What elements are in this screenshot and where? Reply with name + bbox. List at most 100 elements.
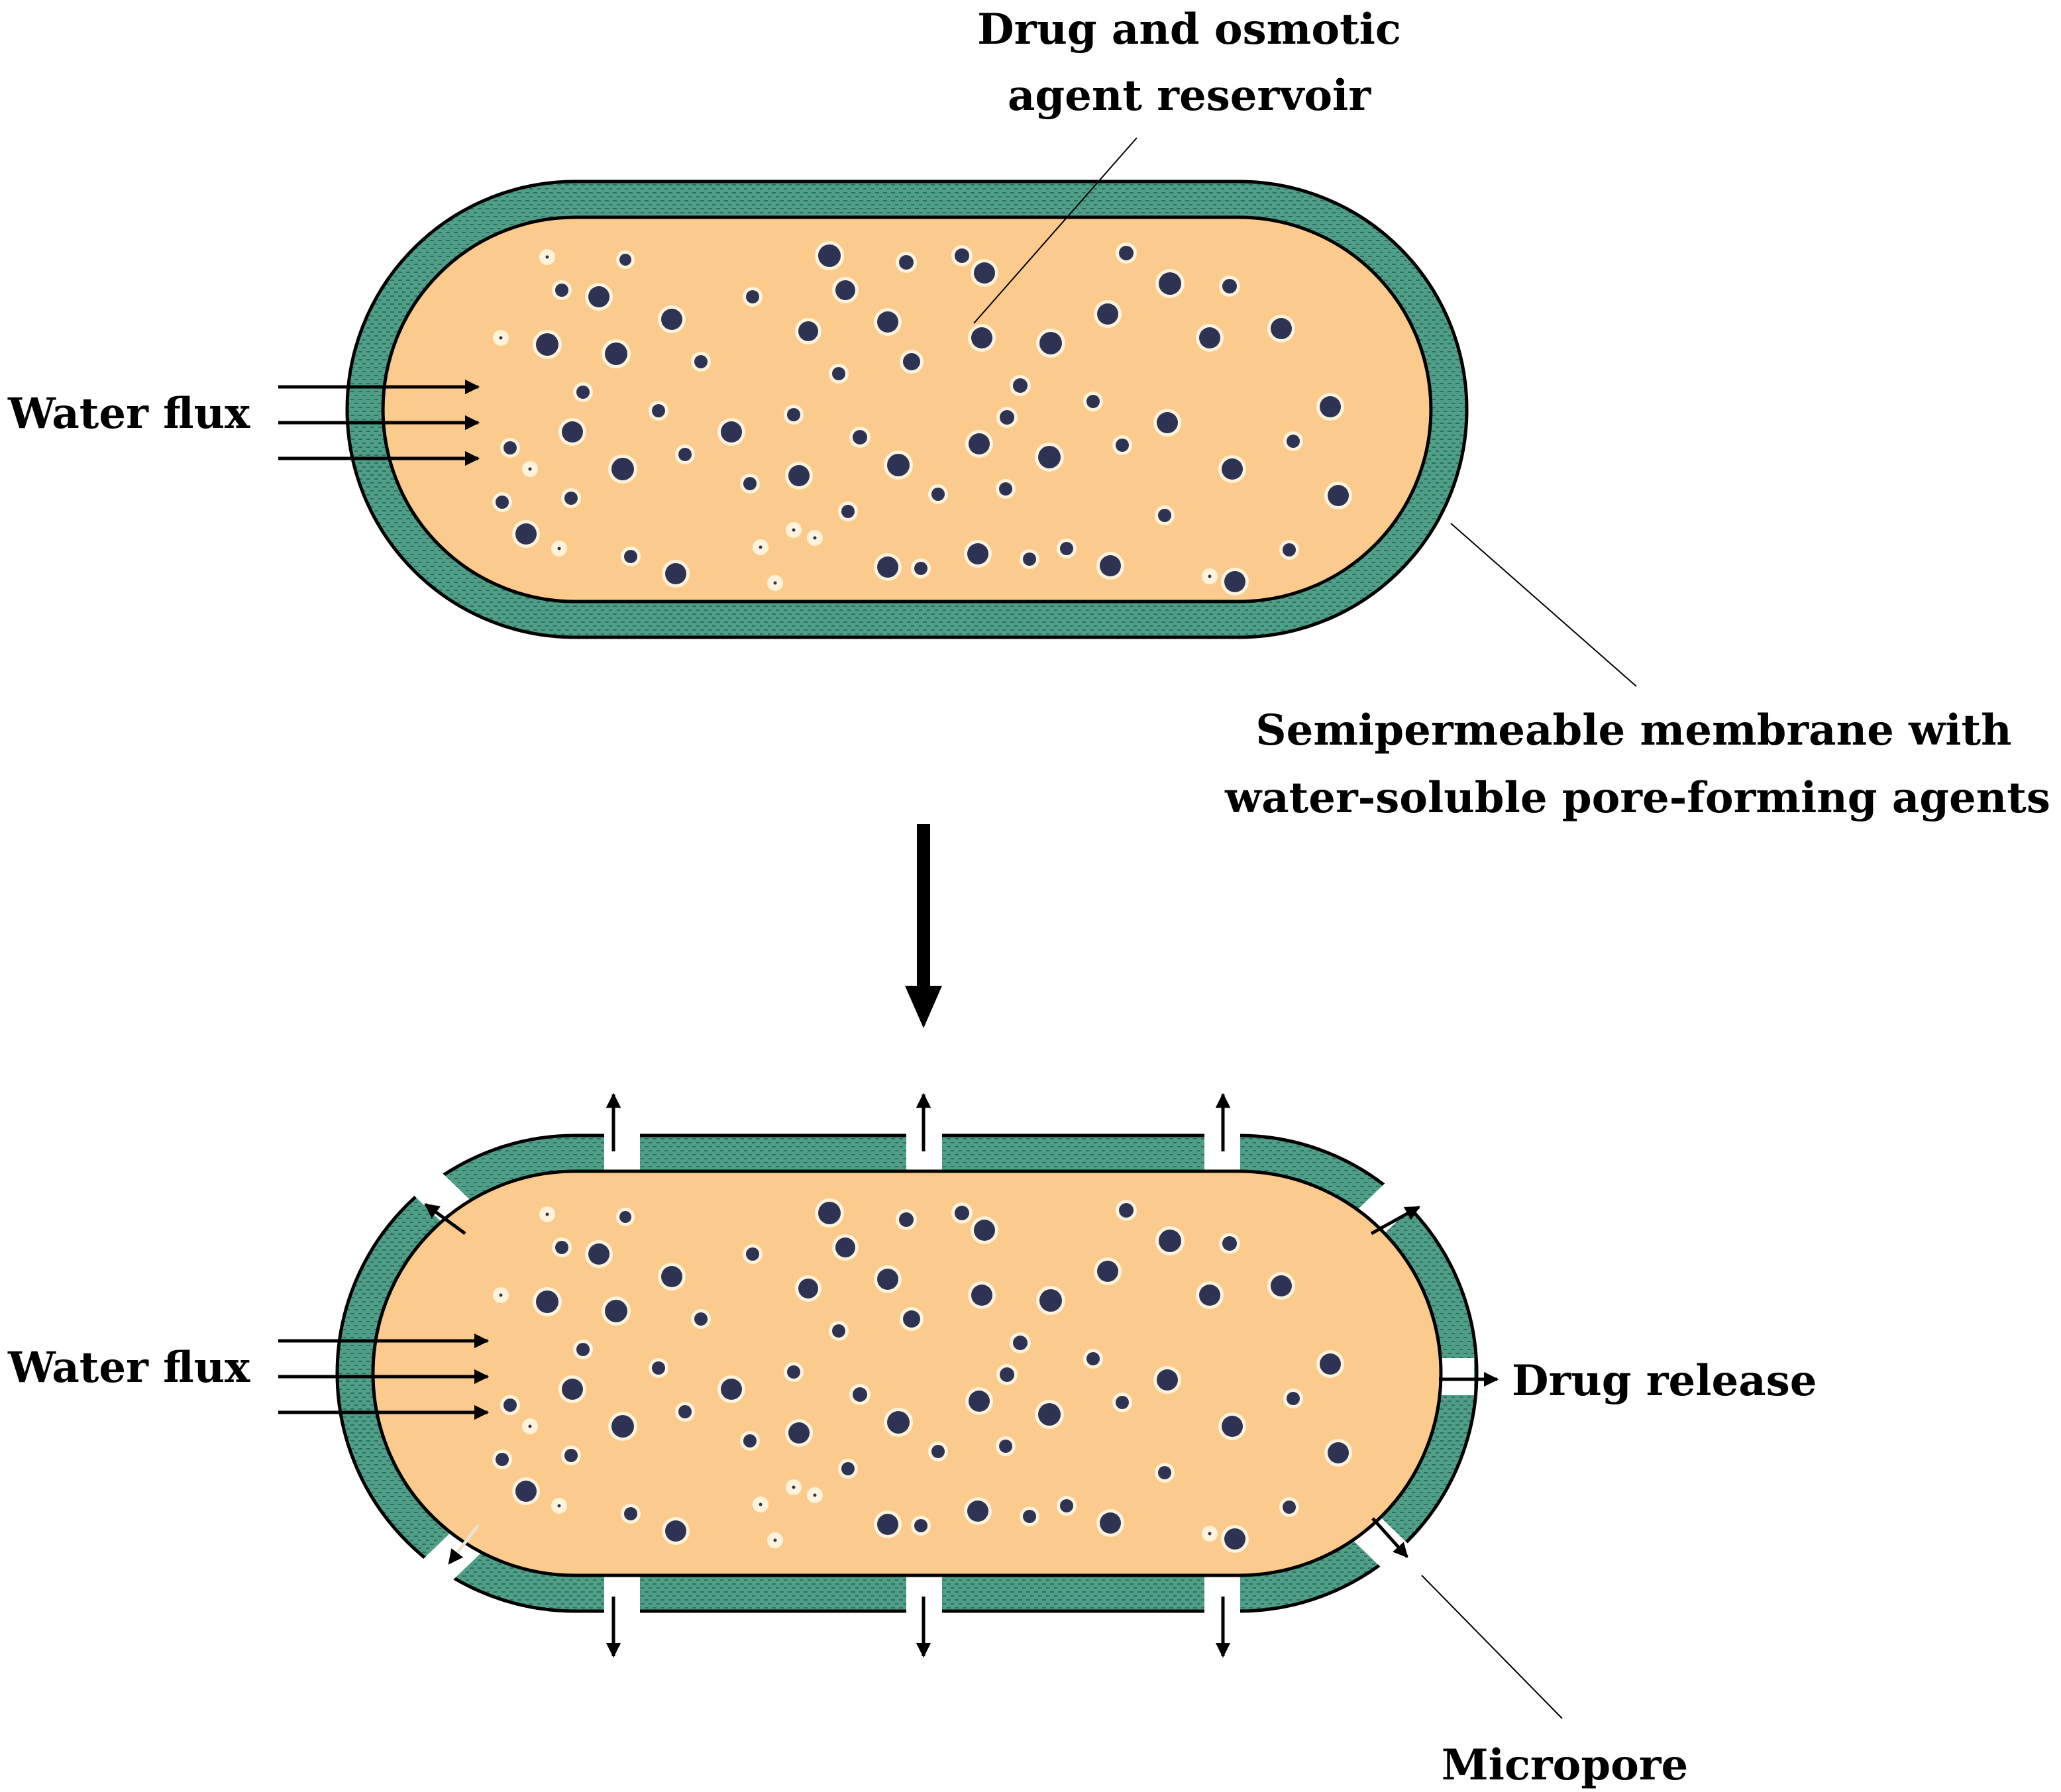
- drug-particle: [1320, 396, 1341, 417]
- drug-particle: [877, 1514, 898, 1535]
- drug-particle: [562, 1379, 583, 1400]
- drug-particle: [1271, 318, 1292, 339]
- drug-particle: [1159, 1230, 1181, 1252]
- drug-particle: [841, 1462, 855, 1475]
- drug-particle: [1086, 1352, 1100, 1365]
- drug-particle: [545, 1212, 549, 1216]
- drug-particle: [955, 248, 969, 263]
- drug-particle: [1283, 1501, 1296, 1514]
- drug-particle: [562, 421, 583, 443]
- drug-particle: [1038, 446, 1061, 468]
- drug-particle: [694, 1312, 708, 1326]
- drug-particle: [1119, 1203, 1134, 1218]
- drug-particle: [1328, 1442, 1349, 1463]
- drug-particle: [999, 1440, 1012, 1453]
- drug-particle: [1199, 1285, 1220, 1306]
- drug-particle: [969, 1391, 990, 1412]
- drug-particle: [853, 1387, 867, 1402]
- drug-particle: [1157, 412, 1178, 433]
- drug-particle: [1013, 1336, 1028, 1350]
- drug-particle: [1222, 279, 1237, 293]
- drug-particle: [588, 286, 609, 307]
- water-flux-arrows: [278, 1333, 490, 1420]
- intact-tablet: [278, 137, 1637, 687]
- drug-particle: [652, 1361, 665, 1375]
- drug-particle: [503, 441, 517, 454]
- drug-particle: [536, 1291, 558, 1313]
- drug-particle: [515, 1481, 537, 1502]
- drug-particle: [1320, 1353, 1341, 1375]
- drug-particle: [555, 1241, 568, 1254]
- drug-particle: [835, 280, 855, 300]
- drug-particle: [1287, 435, 1300, 448]
- drug-particle: [1328, 485, 1349, 506]
- drug-particle: [611, 458, 634, 480]
- release-arrows: [424, 1092, 1499, 1658]
- drug-particle: [564, 492, 578, 505]
- water-flux-arrows: [278, 379, 480, 466]
- drug-particle: [931, 1445, 945, 1458]
- drug-particle: [974, 262, 995, 284]
- drug-particle: [1023, 553, 1036, 566]
- drug-particle: [678, 1405, 692, 1418]
- drug-particle: [1224, 1528, 1245, 1550]
- drug-particle: [576, 1343, 590, 1356]
- drug-particle: [743, 477, 757, 490]
- drug-particle: [955, 1206, 969, 1220]
- drug-particle: [1039, 1289, 1062, 1312]
- drug-particle: [914, 562, 927, 575]
- drug-particle: [1208, 1532, 1212, 1536]
- drug-particle: [1116, 439, 1129, 452]
- drug-particle: [813, 536, 817, 540]
- drug-particle: [1287, 1392, 1300, 1405]
- drug-particle: [914, 1519, 927, 1532]
- drug-particle: [1224, 571, 1245, 592]
- drug-particle: [545, 255, 549, 259]
- drug-particle: [1000, 410, 1014, 425]
- membrane-label-line2: water-soluble pore-forming agents: [1224, 773, 2050, 823]
- drug-particle: [818, 1202, 841, 1224]
- drug-particle: [624, 1507, 637, 1520]
- drug-particle: [1097, 303, 1118, 325]
- drug-particle: [903, 1310, 920, 1328]
- drug-particle: [1119, 246, 1134, 260]
- drug-particle: [605, 343, 627, 365]
- drug-particle: [1222, 1416, 1243, 1437]
- drug-particle: [967, 543, 988, 564]
- drug-particle: [931, 488, 945, 501]
- drug-particle: [746, 1247, 759, 1261]
- drug-particle: [1158, 509, 1171, 522]
- drug-particle: [557, 1504, 561, 1508]
- drug-particle: [661, 1266, 682, 1287]
- reservoir-leader-line: [973, 137, 1137, 324]
- drug-particle: [557, 547, 561, 551]
- drug-particle: [1038, 1403, 1061, 1426]
- drug-particle: [619, 1211, 631, 1223]
- drug-particle: [798, 1279, 818, 1298]
- drug-particle: [1159, 272, 1181, 295]
- drug-particle: [746, 290, 759, 303]
- drug-particle: [903, 353, 920, 370]
- drug-particle: [1283, 543, 1296, 556]
- drug-particle: [787, 1365, 800, 1379]
- drug-particle: [665, 1520, 686, 1542]
- drug-particle: [798, 321, 818, 341]
- drug-particle: [576, 386, 590, 399]
- drug-particle: [721, 421, 742, 443]
- drug-particle: [967, 1501, 988, 1522]
- drug-particle: [605, 1300, 627, 1322]
- drug-particle: [652, 404, 665, 417]
- drug-particle: [999, 482, 1012, 496]
- drug-particle: [1039, 332, 1062, 354]
- drug-particle: [555, 284, 568, 297]
- drug-particle: [773, 1538, 777, 1542]
- drug-particle: [1100, 1512, 1121, 1534]
- drug-particle: [835, 1238, 855, 1257]
- drug-particle: [1086, 395, 1100, 408]
- drug-particle: [792, 1485, 796, 1489]
- drug-particle: [788, 465, 810, 486]
- drug-particle: [773, 581, 777, 585]
- drug-particle: [1116, 1396, 1129, 1409]
- drug-particle: [515, 523, 537, 545]
